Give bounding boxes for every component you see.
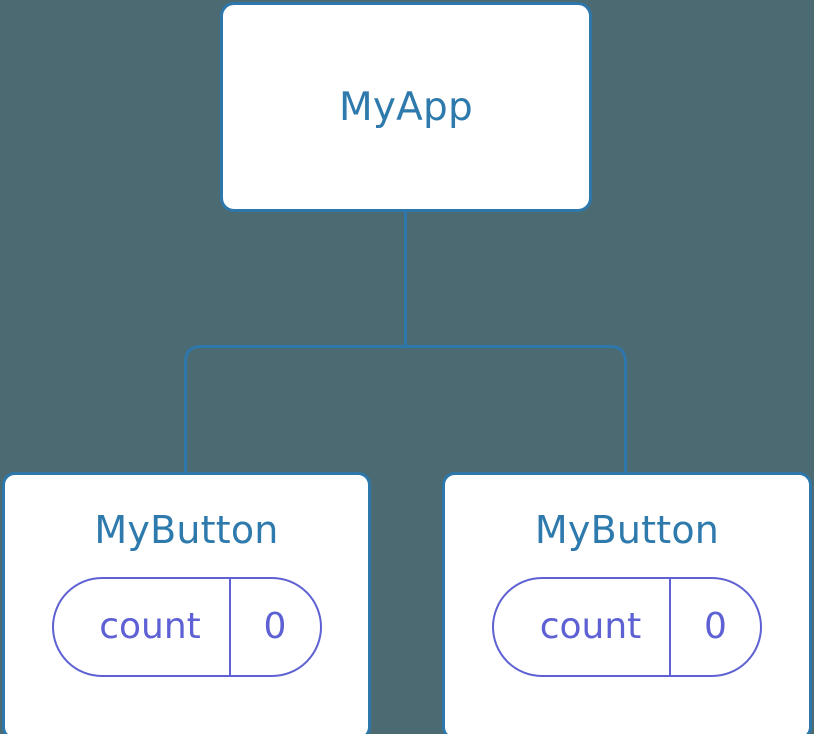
node-title: MyButton: [94, 508, 279, 552]
edge-to-child-right: [405, 345, 627, 474]
state-value: 0: [228, 579, 320, 675]
state-value: 0: [669, 579, 760, 675]
node-title: MyButton: [534, 508, 720, 552]
tree-node-root[interactable]: MyApp: [220, 2, 592, 212]
state-badge[interactable]: count 0: [492, 577, 762, 677]
node-title: MyApp: [339, 84, 473, 130]
tree-node-child[interactable]: MyButton count 0: [442, 472, 812, 734]
tree-node-child[interactable]: MyButton count 0: [2, 472, 371, 734]
state-key: count: [99, 606, 201, 647]
state-badge[interactable]: count 0: [51, 577, 322, 677]
edge-to-child-left: [184, 345, 406, 474]
state-key: count: [539, 606, 642, 647]
